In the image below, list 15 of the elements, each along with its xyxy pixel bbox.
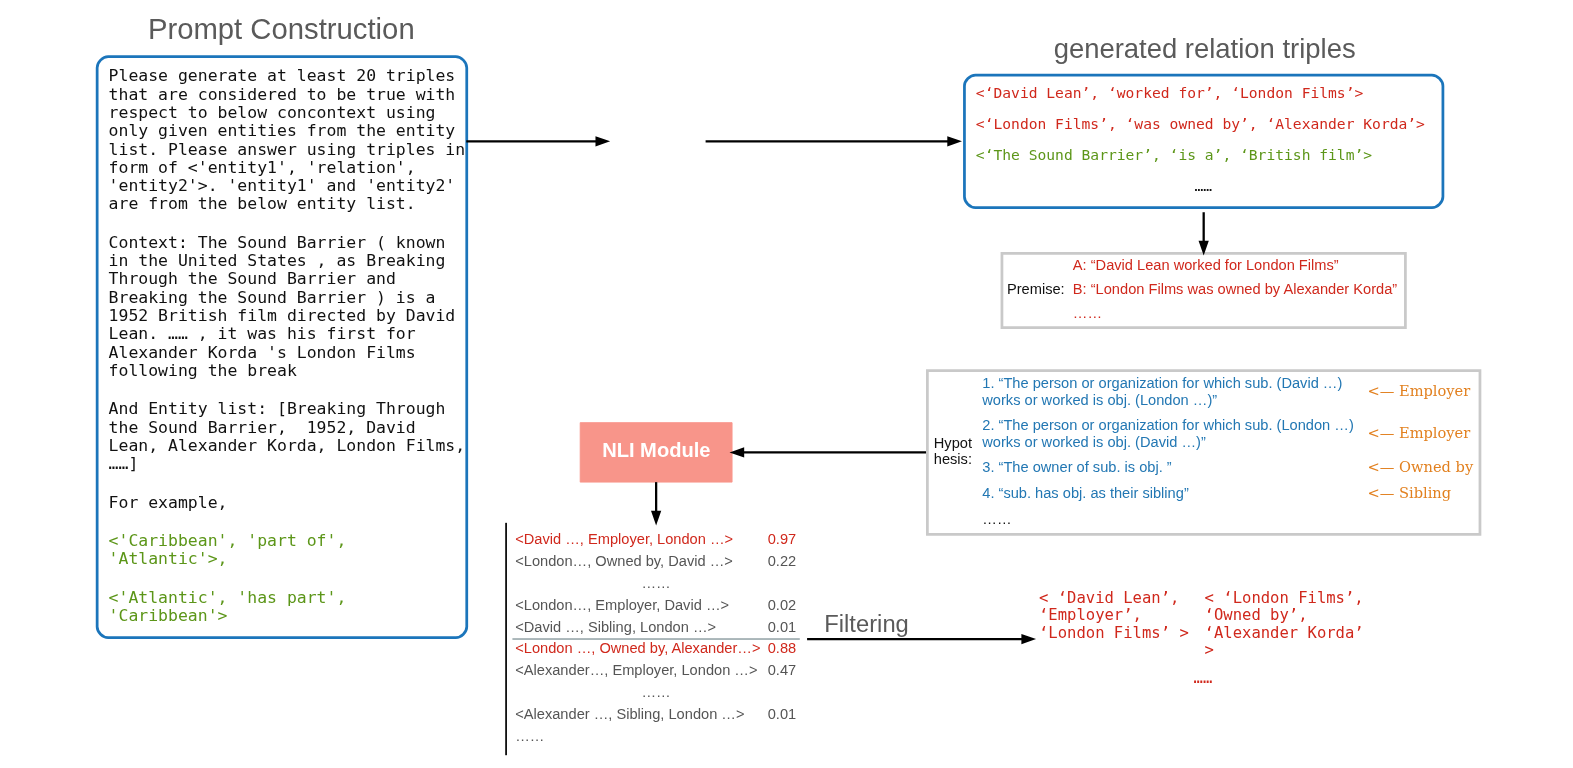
node-box: Premise: A: “David Lean worked for London Films” B: “London Films was owned by Alexander Korda” …… xyxy=(1000,252,1407,329)
node-label: Prompt Construction xyxy=(147,13,415,46)
node-box: Please generate at least 20 triples that are considered to be true with respect to below concontext using only given entities from the entity list. Please answer using triples in form of <'entity1', 'relation', 'entity2'>. 'entity1' and 'entity2' are from the below entity list. Context: The Sound Barrier ( known in the United States , as Breaking Through the Sound Barrier and Breaking the Sound Barrier ) is a 1952 British film directed by David Lean. …… , it was his first for Alexander Korda 's London Films following the break And Entity list: [Breaking Through the Sound Barrier, 1952, David Lean, Alexander Korda, London Films, ……] For example, <'Caribbean', 'part of', 'Atlantic'>, <'Atlantic', 'has part', 'Caribbean'> xyxy=(95,55,469,639)
arrow xyxy=(729,447,926,458)
arrow xyxy=(807,633,1037,645)
arrow xyxy=(651,482,662,526)
node-label: generated relation triples xyxy=(1053,33,1356,65)
node-box: Hypot hesis: 1. “The person or organization for which sub. (David …) works or worked is obj. (London …)” <— Employer 2. “The person or organization for which sub. (London …) works or worked is obj. (David …)” <— Employer 3. “The owner of sub. is obj. ” <— Owned by 4. “sub. has obj. as their sibling” <— Sibling …… xyxy=(926,369,1482,536)
node-box: NLI Module xyxy=(579,422,733,483)
arrow xyxy=(1198,212,1209,256)
node-box: <‘David Lean’, ‘worked for’, ‘London Films’> <‘London Films’, ‘was owned by’, ‘Alexander Korda’> <‘The Sound Barrier’, ‘is a’, ‘British film’> …… xyxy=(963,73,1445,210)
node-text: < ‘David Lean’, ‘Employer’, ‘London Films’ > < ‘London Films’, ‘Owned by’, ‘Alexander Korda’ > …… xyxy=(1039,588,1364,688)
arrow xyxy=(466,136,611,147)
edge-label: Filtering xyxy=(824,609,909,637)
arrow xyxy=(705,136,962,147)
